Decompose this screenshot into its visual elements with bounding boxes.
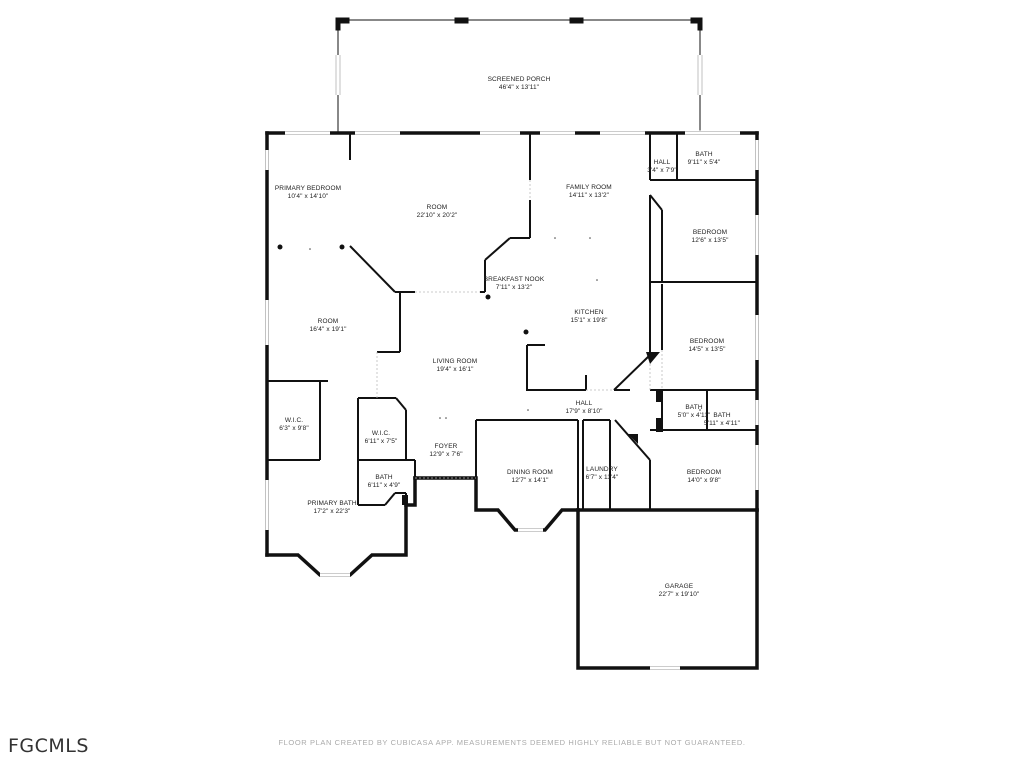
room-dimensions: 7'11" x 13'2" (495, 284, 533, 291)
room-label-garage: GARAGE 22'7" x 19'10" (659, 583, 700, 599)
room-dimensions: 6'11" x 4'9" (367, 482, 401, 489)
room-label-screened-porch: SCREENED PORCH 46'4" x 13'11" (488, 76, 551, 92)
room-label-hall-mid: HALL 17'9" x 8'10" (566, 400, 603, 416)
room-dimensions: 6'7" x 11'4" (585, 474, 619, 481)
room-dimensions: 5'0" x 4'11" (677, 412, 711, 419)
room-label-breakfast-nook: BREAKFAST NOOK 7'11" x 13'2" (484, 276, 545, 292)
room-name: HALL (653, 159, 671, 166)
fixture-marks (309, 237, 701, 419)
room-label-room-west: ROOM 16'4" x 19'1" (310, 318, 347, 334)
room-name: HALL (575, 400, 593, 407)
room-dimensions: 17'9" x 8'10" (565, 408, 603, 415)
room-label-bath-mid1: BATH 5'0" x 4'11" (678, 404, 711, 420)
room-name: BATH (713, 412, 731, 419)
room-label-foyer: FOYER 12'9" x 7'6" (429, 443, 462, 459)
room-name: PRIMARY BATH (307, 500, 357, 507)
room-name: W.I.C. (284, 417, 304, 424)
room-dimensions: 22'7" x 19'10" (658, 591, 700, 598)
screened-porch-walls (335, 17, 703, 133)
room-label-bedroom-ne: BEDROOM 12'6" x 13'5" (692, 229, 729, 245)
window-openings (264, 130, 760, 671)
room-name: W.I.C. (371, 430, 391, 437)
room-name: FAMILY ROOM (566, 184, 612, 191)
room-dimensions: 46'4" x 13'11" (498, 84, 540, 91)
room-dimensions: 14'5" x 13'5" (688, 346, 726, 353)
room-name: LIVING ROOM (432, 358, 478, 365)
room-name: BEDROOM (689, 338, 725, 345)
interior-walls (267, 133, 757, 510)
room-label-living-room: LIVING ROOM 19'4" x 16'1" (433, 358, 477, 374)
room-dimensions: 12'9" x 7'6" (429, 451, 463, 458)
room-name: BREAKFAST NOOK (483, 276, 545, 283)
room-label-primary-bath: PRIMARY BATH 17'2" x 22'3" (307, 500, 356, 516)
room-label-bath-mid2: BATH 5'11" x 4'11" (704, 412, 740, 428)
room-label-bedroom-se: BEDROOM 14'0" x 9'8" (687, 469, 721, 485)
window-panes (265, 131, 759, 670)
room-dimensions: 12'7" x 14'1" (511, 477, 549, 484)
room-label-wic-west: W.I.C. 6'3" x 9'8" (279, 417, 309, 433)
room-label-hall-top: HALL 3'4" x 7'9" (647, 159, 677, 175)
room-name: BEDROOM (686, 469, 722, 476)
room-name: FOYER (434, 443, 458, 450)
room-dimensions: 9'11" x 5'4" (687, 159, 721, 166)
room-label-wic-center: W.I.C. 6'11" x 7'5" (365, 430, 398, 446)
room-name: KITCHEN (574, 309, 604, 316)
room-label-laundry: LAUNDRY 6'7" x 11'4" (586, 466, 619, 482)
room-dimensions: 6'3" x 9'8" (279, 425, 309, 432)
room-label-bath-small: BATH 6'11" x 4'9" (368, 474, 401, 490)
room-dimensions: 10'4" x 14'10" (287, 193, 329, 200)
room-label-bath-top: BATH 9'11" x 5'4" (688, 151, 721, 167)
room-dimensions: 16'4" x 19'1" (309, 326, 347, 333)
wall-blocks (277, 244, 663, 505)
room-dimensions: 3'4" x 7'9" (647, 167, 677, 174)
room-name: ROOM (317, 318, 339, 325)
room-dimensions: 19'4" x 16'1" (436, 366, 474, 373)
room-name: BATH (695, 151, 713, 158)
room-dimensions: 14'11" x 13'2" (568, 192, 610, 199)
openings (376, 180, 663, 479)
room-name: LAUNDRY (586, 466, 618, 473)
room-name: BATH (375, 474, 393, 481)
room-label-primary-bedroom: PRIMARY BEDROOM 10'4" x 14'10" (275, 185, 341, 201)
room-label-dining-room: DINING ROOM 12'7" x 14'1" (507, 469, 553, 485)
room-dimensions: 5'11" x 4'11" (704, 420, 740, 427)
room-name: ROOM (426, 204, 448, 211)
room-dimensions: 12'6" x 13'5" (691, 237, 729, 244)
room-dimensions: 14'0" x 9'8" (687, 477, 721, 484)
room-name: GARAGE (664, 583, 694, 590)
room-label-family-room: FAMILY ROOM 14'11" x 13'2" (566, 184, 612, 200)
room-name: BEDROOM (692, 229, 728, 236)
room-dimensions: 22'10" x 20'2" (416, 212, 458, 219)
room-label-bedroom-e: BEDROOM 14'5" x 13'5" (689, 338, 726, 354)
room-dimensions: 6'11" x 7'5" (364, 438, 398, 445)
room-label-kitchen: KITCHEN 15'1" x 19'8" (571, 309, 608, 325)
room-label-room-center: ROOM 22'10" x 20'2" (417, 204, 458, 220)
room-dimensions: 15'1" x 19'8" (570, 317, 608, 324)
room-name: SCREENED PORCH (487, 76, 551, 83)
room-name: PRIMARY BEDROOM (274, 185, 342, 192)
room-dimensions: 17'2" x 22'3" (313, 508, 351, 515)
footer-disclaimer: FLOOR PLAN CREATED BY CUBICASA APP. MEAS… (278, 738, 746, 747)
mls-watermark: FGCMLS (8, 735, 89, 757)
room-name: DINING ROOM (507, 469, 553, 476)
room-name: BATH (685, 404, 703, 411)
